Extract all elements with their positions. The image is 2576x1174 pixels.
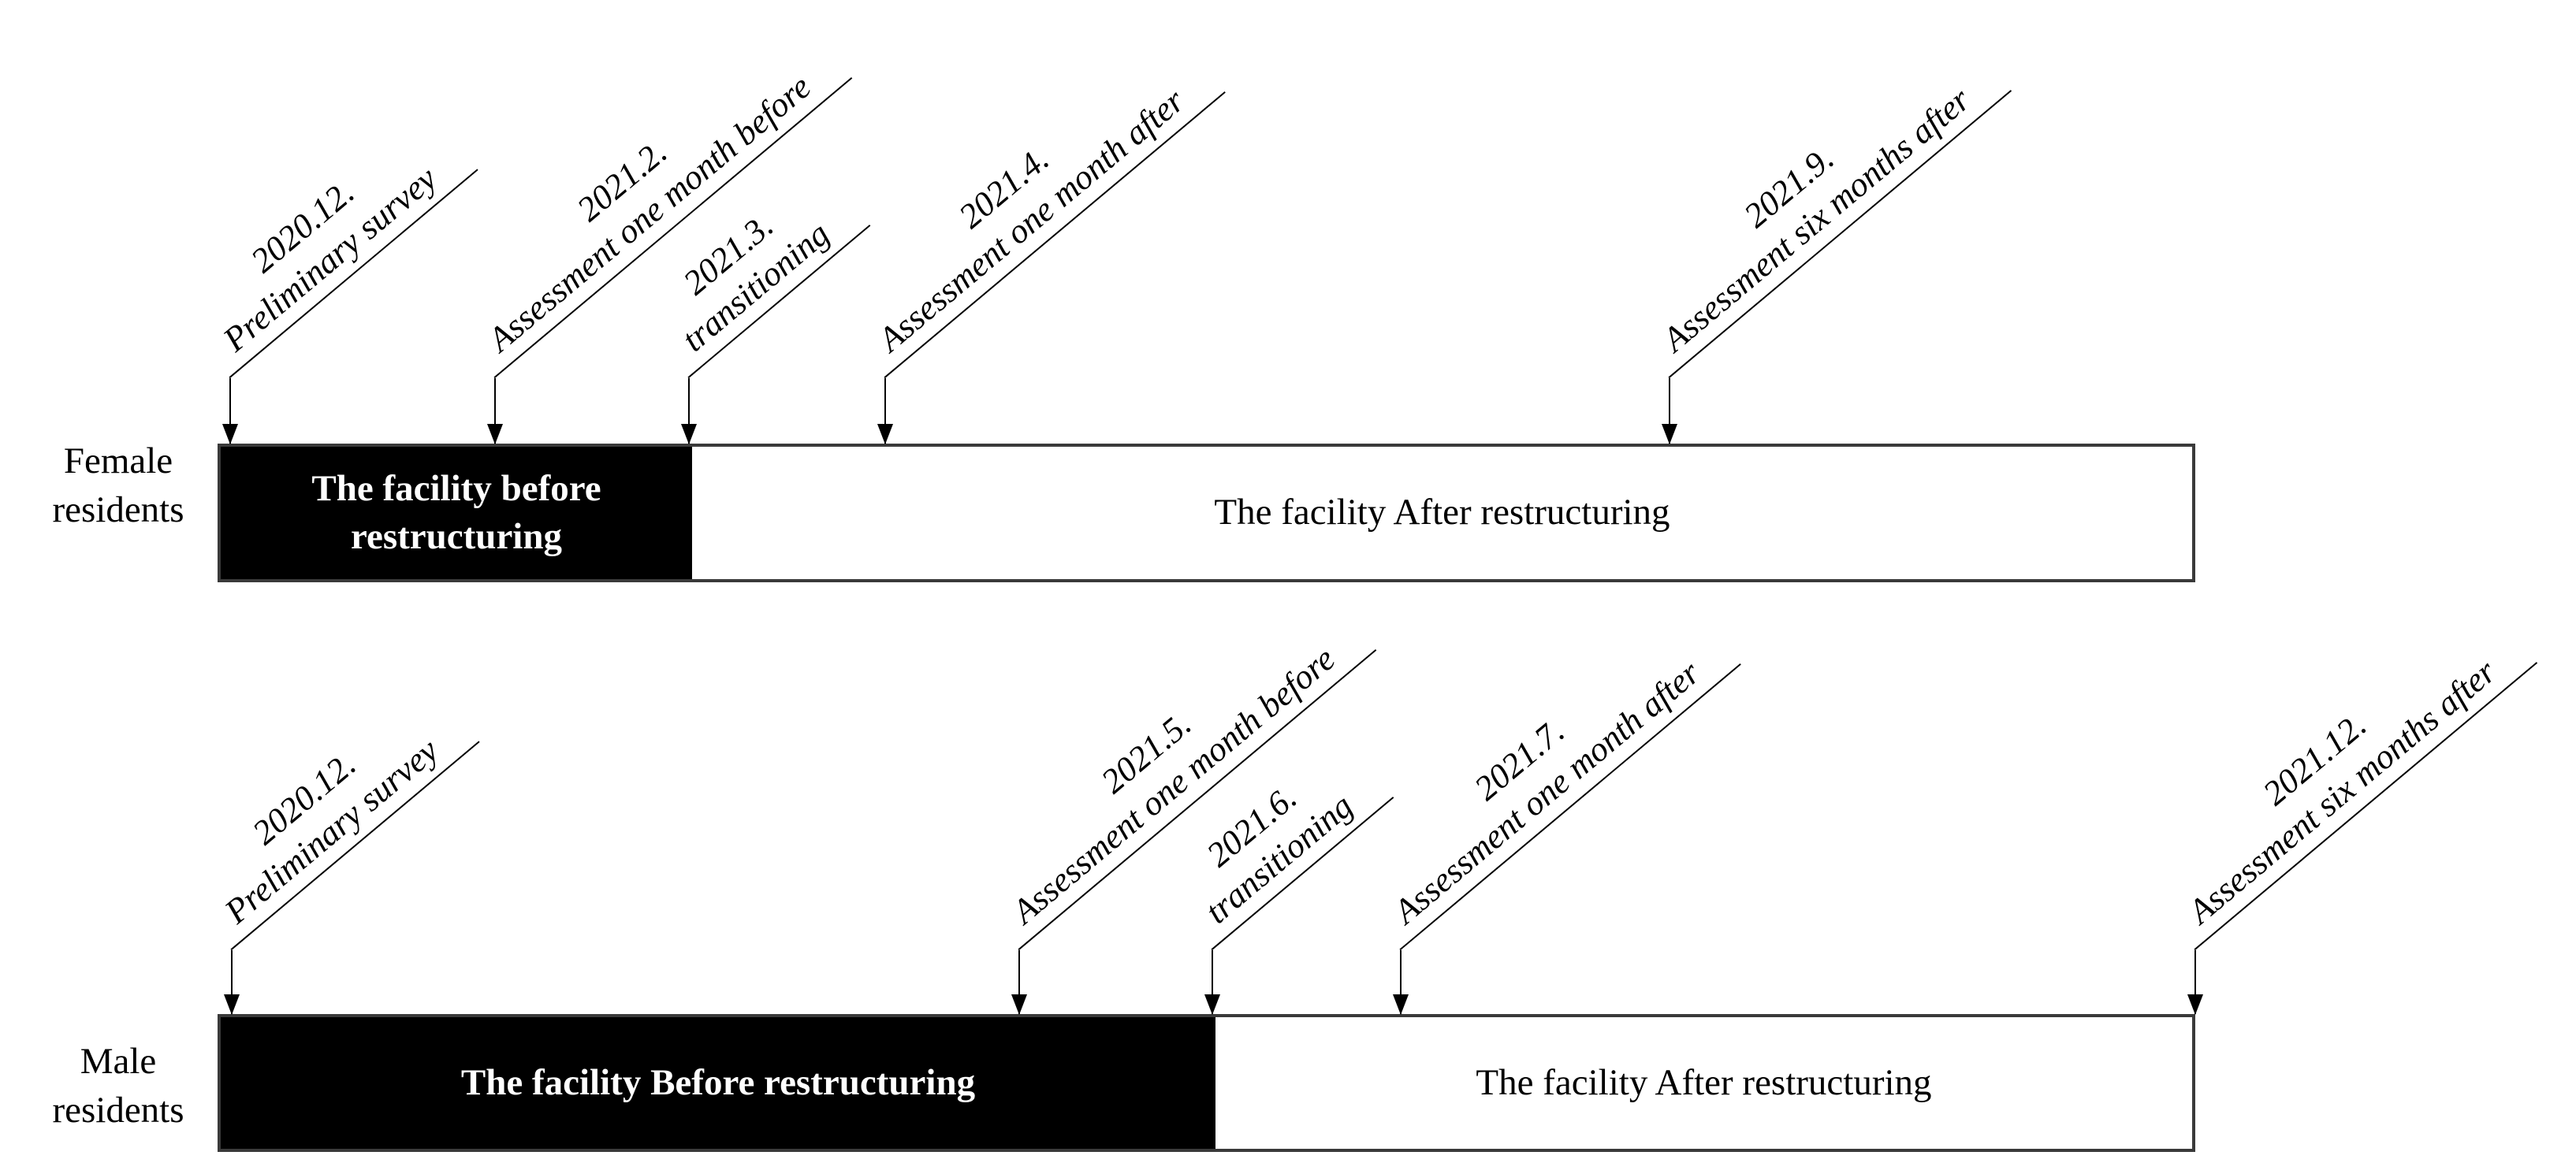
annotation-text: 2021.9.Assessment six months after: [1610, 21, 2012, 378]
annotation-text: 2021.7.Assessment one month after: [1342, 595, 1742, 950]
annotation-leader-line: [224, 950, 240, 1015]
annotation-leader-line: [681, 378, 697, 444]
before-restructuring-segment: The facility Before restructuring: [221, 1017, 1215, 1149]
annotation-leader-line: [487, 378, 503, 444]
after-segment-label: The facility After restructuring: [1476, 1061, 1932, 1103]
down-arrow-icon: [224, 994, 240, 1015]
down-arrow-icon: [487, 424, 503, 444]
annotation-leader-line: [2187, 950, 2203, 1015]
annotation-leader-line: [222, 378, 238, 444]
side-label-male: Male residents: [16, 1037, 221, 1135]
annotation-date: 2021.4.: [951, 139, 1056, 236]
annotation-label: Assessment six months after: [2180, 651, 2503, 931]
side-label-female: Female residents: [16, 437, 221, 534]
side-label-line: Male: [80, 1041, 157, 1082]
down-arrow-icon: [1011, 994, 1027, 1015]
side-label-line: Female: [63, 440, 173, 481]
after-restructuring-segment: The facility After restructuring: [692, 447, 2192, 579]
annotation-leader-line: [1204, 950, 1220, 1015]
annotation-label: Assessment one month after: [1386, 652, 1707, 931]
down-arrow-icon: [1662, 424, 1677, 444]
down-arrow-icon: [2187, 994, 2203, 1015]
down-arrow-icon: [877, 424, 893, 444]
side-label-line: residents: [52, 1090, 184, 1131]
annotation-leader-line: [1393, 950, 1409, 1015]
annotation-text: 2021.4.Assessment one month after: [826, 23, 1227, 378]
annotation-text: 2020.12.Preliminary survey: [173, 672, 480, 950]
annotation-leader-line: [877, 378, 893, 444]
annotation-date: 2021.7.: [1467, 711, 1572, 808]
before-restructuring-segment: The facility before restructuring: [221, 447, 692, 579]
down-arrow-icon: [681, 424, 697, 444]
annotation-label: Assessment six months after: [1655, 79, 1978, 359]
annotation-text: 2021.12.Assessment six months after: [2136, 593, 2537, 950]
annotation-label: Assessment one month after: [870, 80, 1192, 359]
after-segment-label: The facility After restructuring: [1214, 492, 1670, 533]
down-arrow-icon: [1204, 994, 1220, 1015]
annotation-leader-line: [1662, 378, 1677, 444]
timeline-bar-male: The facility Before restructuring The fac…: [218, 1014, 2195, 1152]
before-segment-label: The facility Before restructuring: [460, 1061, 976, 1103]
after-restructuring-segment: The facility After restructuring: [1215, 1017, 2192, 1149]
side-label-line: residents: [52, 489, 184, 531]
before-segment-label: restructuring: [350, 516, 563, 557]
annotation-text: 2020.12.Preliminary survey: [171, 100, 478, 378]
annotation-date: 2021.9.: [1737, 138, 1841, 236]
before-segment-label: The facility before: [311, 467, 601, 509]
annotation-leader-line: [1011, 950, 1027, 1015]
down-arrow-icon: [222, 424, 238, 444]
down-arrow-icon: [1393, 994, 1409, 1015]
annotation-date: 2021.12.: [2255, 704, 2374, 813]
